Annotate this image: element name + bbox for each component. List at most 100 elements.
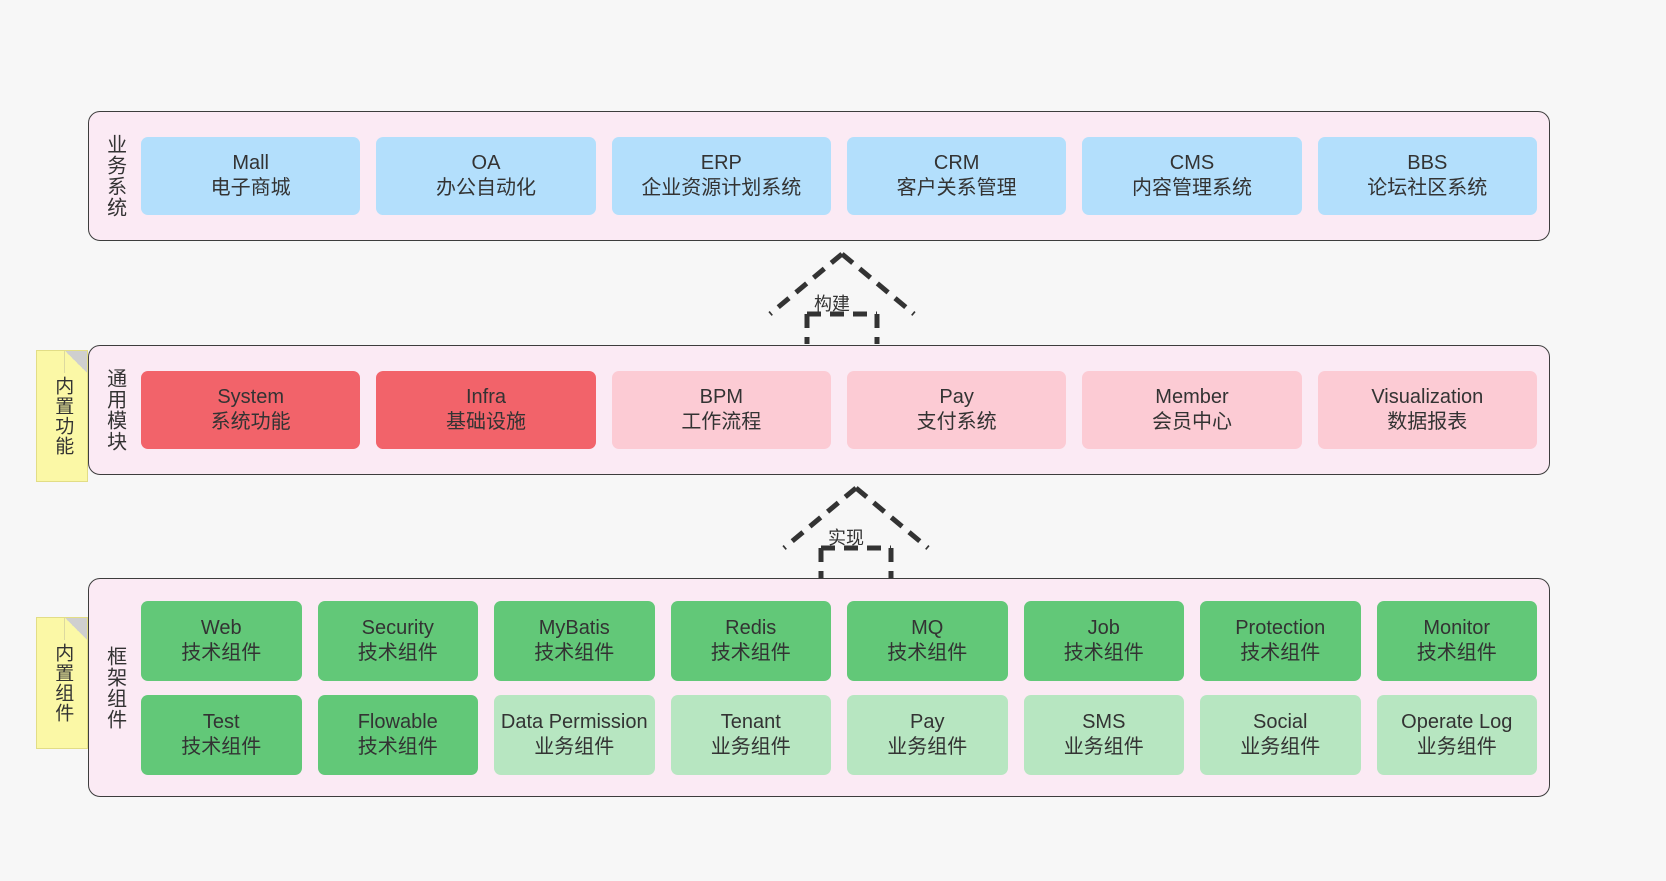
node-subtitle: 业务组件 — [534, 735, 615, 758]
node-member[interactable]: Member 会员中心 — [1082, 371, 1302, 449]
node-title: Member — [1155, 386, 1229, 408]
node-title: Protection — [1235, 616, 1326, 639]
node-redis[interactable]: Redis 技术组件 — [670, 600, 831, 681]
arrow-build-label: 构建 — [814, 294, 850, 314]
node-subtitle: 业务组件 — [1416, 735, 1497, 758]
node-subtitle: 论坛社区系统 — [1367, 177, 1488, 199]
node-subtitle: 内容管理系统 — [1131, 177, 1252, 199]
node-subtitle: 技术组件 — [357, 641, 438, 664]
node-title: Web — [200, 616, 242, 639]
node-subtitle: 工作流程 — [681, 411, 762, 433]
node-title: MyBatis — [538, 616, 610, 639]
node-title: Social — [1253, 710, 1308, 733]
node-subtitle: 业务组件 — [1063, 735, 1144, 758]
layer-body-common-modules: System 系统功能 Infra 基础设施 BPM 工作流程 Pay 支付系统… — [131, 356, 1537, 464]
node-subtitle: 支付系统 — [916, 411, 997, 433]
arrow-build: 构建 — [752, 252, 932, 344]
layer-title-business-systems: 业务系统 — [103, 134, 126, 218]
node-subtitle: 系统功能 — [210, 411, 291, 433]
note-text: 内置功能 — [52, 376, 74, 456]
arrow-right-edge — [840, 252, 916, 316]
node-erp[interactable]: ERP 企业资源计划系统 — [611, 137, 831, 215]
node-mall[interactable]: Mall 电子商城 — [141, 137, 361, 215]
node-subtitle: 企业资源计划系统 — [641, 177, 802, 199]
node-title: MQ — [911, 616, 944, 639]
node-cms[interactable]: CMS 内容管理系统 — [1082, 137, 1302, 215]
node-subtitle: 技术组件 — [887, 641, 968, 664]
node-bbs[interactable]: BBS 论坛社区系统 — [1317, 137, 1537, 215]
node-subtitle: 技术组件 — [181, 735, 262, 758]
layer-framework-components: 框架组件 Web 技术组件 Security 技术组件 MyBatis 技术组件… — [88, 578, 1550, 797]
layer-business-systems: 业务系统 Mall 电子商城 OA 办公自动化 ERP 企业资源计划系统 CRM… — [88, 111, 1550, 241]
arrow-right-edge — [854, 486, 930, 550]
node-infra[interactable]: Infra 基础设施 — [376, 371, 596, 449]
note-fold-corner-icon — [64, 351, 87, 373]
node-title: System — [217, 386, 284, 408]
layer-row: Web 技术组件 Security 技术组件 MyBatis 技术组件 Redi… — [141, 600, 1537, 681]
layer-body-framework-components: Web 技术组件 Security 技术组件 MyBatis 技术组件 Redi… — [131, 589, 1537, 786]
node-subtitle: 会员中心 — [1151, 411, 1232, 433]
node-subtitle: 技术组件 — [181, 641, 262, 664]
node-security[interactable]: Security 技术组件 — [317, 600, 478, 681]
node-title: Flowable — [357, 710, 438, 733]
node-mq[interactable]: MQ 技术组件 — [847, 600, 1008, 681]
node-data-permission[interactable]: Data Permission 业务组件 — [494, 694, 655, 775]
node-subtitle: 技术组件 — [710, 641, 791, 664]
node-subtitle: 办公自动化 — [435, 177, 536, 199]
node-subtitle: 电子商城 — [210, 177, 291, 199]
node-title: ERP — [700, 152, 742, 174]
node-subtitle: 技术组件 — [1240, 641, 1321, 664]
note-builtin-functions: 内置功能 — [36, 350, 88, 482]
node-title: Data Permission — [500, 710, 648, 733]
layer-row: Mall 电子商城 OA 办公自动化 ERP 企业资源计划系统 CRM 客户关系… — [141, 137, 1537, 215]
node-protection[interactable]: Protection 技术组件 — [1200, 600, 1361, 681]
node-title: Monitor — [1423, 616, 1491, 639]
node-sms[interactable]: SMS 业务组件 — [1023, 694, 1184, 775]
node-title: CMS — [1169, 152, 1215, 174]
node-flowable[interactable]: Flowable 技术组件 — [317, 694, 478, 775]
arrow-implement-label: 实现 — [828, 528, 864, 548]
node-tenant[interactable]: Tenant 业务组件 — [670, 694, 831, 775]
node-title: CRM — [933, 152, 980, 174]
node-crm[interactable]: CRM 客户关系管理 — [846, 137, 1067, 215]
layer-body-business-systems: Mall 电子商城 OA 办公自动化 ERP 企业资源计划系统 CRM 客户关系… — [131, 122, 1537, 230]
node-title: Operate Log — [1401, 710, 1513, 733]
node-pay-module[interactable]: Pay 支付系统 — [846, 371, 1067, 449]
layer-row: System 系统功能 Infra 基础设施 BPM 工作流程 Pay 支付系统… — [141, 371, 1537, 449]
node-subtitle: 业务组件 — [710, 735, 791, 758]
node-pay-component[interactable]: Pay 业务组件 — [847, 694, 1008, 775]
node-web[interactable]: Web 技术组件 — [141, 600, 302, 681]
node-job[interactable]: Job 技术组件 — [1023, 600, 1184, 681]
node-system[interactable]: System 系统功能 — [141, 371, 361, 449]
arrow-left-edge — [768, 252, 844, 316]
node-title: Visualization — [1371, 386, 1484, 408]
arrow-left-edge — [782, 486, 858, 550]
layer-title-framework-components: 框架组件 — [103, 645, 126, 730]
node-title: BPM — [699, 386, 743, 408]
node-subtitle: 业务组件 — [1240, 735, 1321, 758]
node-social[interactable]: Social 业务组件 — [1200, 694, 1361, 775]
node-title: Security — [361, 616, 434, 639]
node-operate-log[interactable]: Operate Log 业务组件 — [1376, 694, 1537, 775]
node-test[interactable]: Test 技术组件 — [141, 694, 302, 775]
node-subtitle: 客户关系管理 — [896, 177, 1017, 199]
node-oa[interactable]: OA 办公自动化 — [376, 137, 596, 215]
node-subtitle: 基础设施 — [445, 411, 526, 433]
node-title: Pay — [939, 386, 974, 408]
node-visualization[interactable]: Visualization 数据报表 — [1317, 371, 1537, 449]
node-title: Test — [202, 710, 240, 733]
node-title: Job — [1087, 616, 1120, 639]
node-subtitle: 业务组件 — [887, 735, 968, 758]
node-mybatis[interactable]: MyBatis 技术组件 — [494, 600, 655, 681]
node-monitor[interactable]: Monitor 技术组件 — [1376, 600, 1537, 681]
node-subtitle: 技术组件 — [1063, 641, 1144, 664]
layer-title-common-modules: 通用模块 — [103, 368, 126, 452]
node-bpm[interactable]: BPM 工作流程 — [611, 371, 831, 449]
node-title: Infra — [465, 386, 506, 408]
node-title: Redis — [725, 616, 777, 639]
node-title: BBS — [1407, 152, 1448, 174]
node-title: Pay — [910, 710, 945, 733]
node-title: Tenant — [720, 710, 781, 733]
node-subtitle: 数据报表 — [1387, 411, 1468, 433]
